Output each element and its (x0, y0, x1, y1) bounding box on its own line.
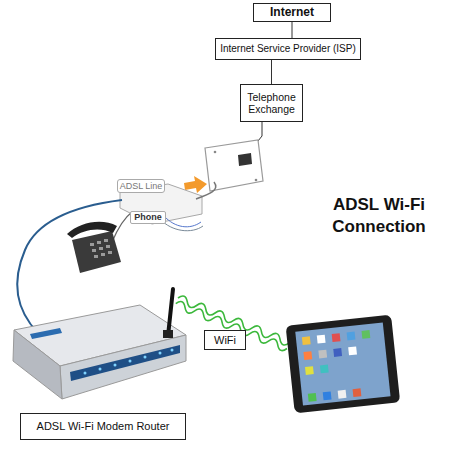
plate-screw (214, 151, 217, 154)
tablet-icons (302, 330, 376, 402)
wall-jack (238, 153, 252, 166)
router-led-strip (70, 345, 180, 381)
router-front (60, 335, 186, 399)
router-led (129, 360, 132, 363)
tablet-frame (286, 315, 401, 414)
router-led (159, 352, 162, 355)
antenna-base (163, 330, 173, 338)
router-led (99, 368, 102, 371)
phone-label: Phone (130, 211, 166, 224)
app-icon (362, 330, 371, 339)
wifi-label: WiFi (204, 330, 246, 350)
router-label: ADSL Wi-Fi Modem Router (20, 413, 186, 440)
app-icon (332, 333, 341, 342)
router-brand (30, 328, 62, 339)
isp-box: Internet Service Provider (ISP) (215, 38, 361, 60)
app-icon (302, 336, 311, 345)
app-icon (347, 332, 356, 341)
node-text: ADSL Line (120, 181, 163, 191)
phone-base (72, 231, 121, 273)
app-icon (353, 388, 362, 397)
node-text: Telephone Exchange (241, 91, 302, 115)
app-icon (320, 365, 329, 374)
node-text: ADSL Wi-Fi Modem Router (37, 420, 170, 433)
app-icon (333, 348, 342, 357)
diagram-title: ADSL Wi-Fi Connection (318, 194, 440, 238)
wifi-wave (174, 300, 288, 352)
tablet-screen (295, 323, 390, 406)
phone-key (94, 255, 98, 258)
phone-keypad (90, 239, 112, 258)
app-icon (348, 347, 357, 356)
splitter-cable (196, 182, 216, 199)
node-text: Internet Service Provider (ISP) (220, 43, 356, 55)
app-icon (303, 351, 312, 360)
phone-key (99, 247, 103, 250)
app-icon (317, 335, 326, 344)
node-text: Phone (134, 212, 162, 222)
wifi-waves (174, 294, 291, 352)
phone-key (108, 251, 112, 254)
router-led (144, 356, 147, 359)
exchange-box: Telephone Exchange (240, 84, 303, 122)
node-text: Internet (270, 6, 314, 20)
splitter-label: ADSL Line (117, 179, 165, 193)
router-side (13, 330, 62, 399)
splitter-wire (164, 216, 201, 227)
phone-key (90, 243, 94, 246)
phone-key (97, 241, 101, 244)
splitter-wire (160, 219, 203, 231)
app-icon (323, 391, 332, 400)
connector-line (292, 22, 293, 38)
router-antenna (168, 289, 173, 336)
phone-handset (67, 222, 117, 238)
internet-box: Internet (253, 3, 331, 22)
phone-key (106, 245, 110, 248)
router-led (84, 372, 87, 375)
plate-screw (255, 179, 258, 182)
router-led (114, 364, 117, 367)
phone-key (101, 253, 105, 256)
app-icon (338, 390, 347, 399)
phone-key (104, 239, 108, 242)
node-text: WiFi (214, 334, 236, 347)
app-icon (318, 350, 327, 359)
app-icon (305, 366, 314, 375)
router-leds (84, 349, 174, 375)
tablet (286, 315, 401, 414)
connector-line (271, 60, 272, 84)
app-icon (308, 393, 317, 402)
phone-key (92, 249, 96, 252)
wall-plate (205, 140, 263, 191)
router-led (171, 349, 174, 352)
